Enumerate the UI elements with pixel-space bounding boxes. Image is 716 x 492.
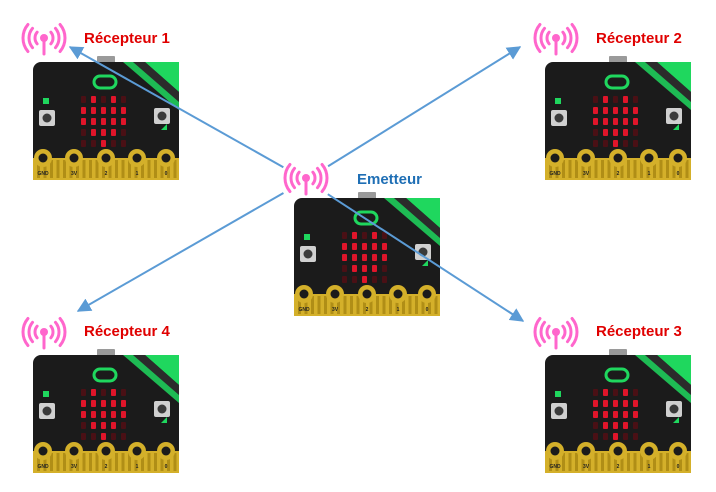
receiver-4-label: Récepteur 4 [84, 323, 170, 340]
svg-text:GND: GND [37, 464, 49, 470]
svg-text:GND: GND [37, 171, 49, 177]
svg-text:1: 1 [136, 464, 139, 470]
svg-text:3V: 3V [71, 171, 78, 177]
svg-text:2: 2 [366, 307, 369, 313]
svg-text:3V: 3V [583, 171, 590, 177]
svg-text:2: 2 [617, 464, 620, 470]
arrow-to-receiver-4 [76, 192, 284, 312]
svg-text:GND: GND [549, 464, 561, 470]
receiver-4-board: GND 3V 2 1 0 [33, 349, 179, 473]
receiver-3-label: Récepteur 3 [596, 323, 682, 340]
svg-text:3V: 3V [71, 464, 78, 470]
svg-text:0: 0 [677, 464, 680, 470]
svg-text:2: 2 [105, 171, 108, 177]
receiver-1-board: GND 3V 2 1 0 [33, 56, 179, 180]
svg-text:1: 1 [648, 464, 651, 470]
svg-text:1: 1 [648, 171, 651, 177]
svg-text:3V: 3V [332, 307, 339, 313]
arrow-to-receiver-1 [68, 46, 284, 169]
svg-text:0: 0 [677, 171, 680, 177]
receiver-1-antenna-icon [21, 22, 67, 56]
svg-text:GND: GND [298, 307, 310, 313]
receiver-3-board: GND 3V 2 1 0 [545, 349, 691, 473]
emitter-label: Emetteur [357, 171, 423, 188]
receiver-2-board: GND 3V 2 1 0 [545, 56, 691, 180]
receiver-4-antenna-icon [21, 316, 67, 350]
emitter-board: GND 3V 2 1 0 [294, 192, 440, 316]
svg-text:1: 1 [136, 171, 139, 177]
receiver-2-label: Récepteur 2 [596, 30, 682, 47]
svg-text:0: 0 [165, 171, 168, 177]
receiver-2-antenna-icon [533, 22, 579, 56]
receiver-3-antenna-icon [533, 316, 579, 350]
svg-text:GND: GND [549, 171, 561, 177]
svg-text:3V: 3V [583, 464, 590, 470]
svg-text:1: 1 [397, 307, 400, 313]
svg-text:2: 2 [617, 171, 620, 177]
arrow-to-receiver-3 [327, 193, 525, 322]
svg-text:0: 0 [165, 464, 168, 470]
receiver-1-label: Récepteur 1 [84, 30, 170, 47]
svg-text:0: 0 [426, 307, 429, 313]
emitter-antenna-icon [283, 162, 329, 196]
svg-text:2: 2 [105, 464, 108, 470]
arrow-to-receiver-2 [327, 46, 522, 168]
